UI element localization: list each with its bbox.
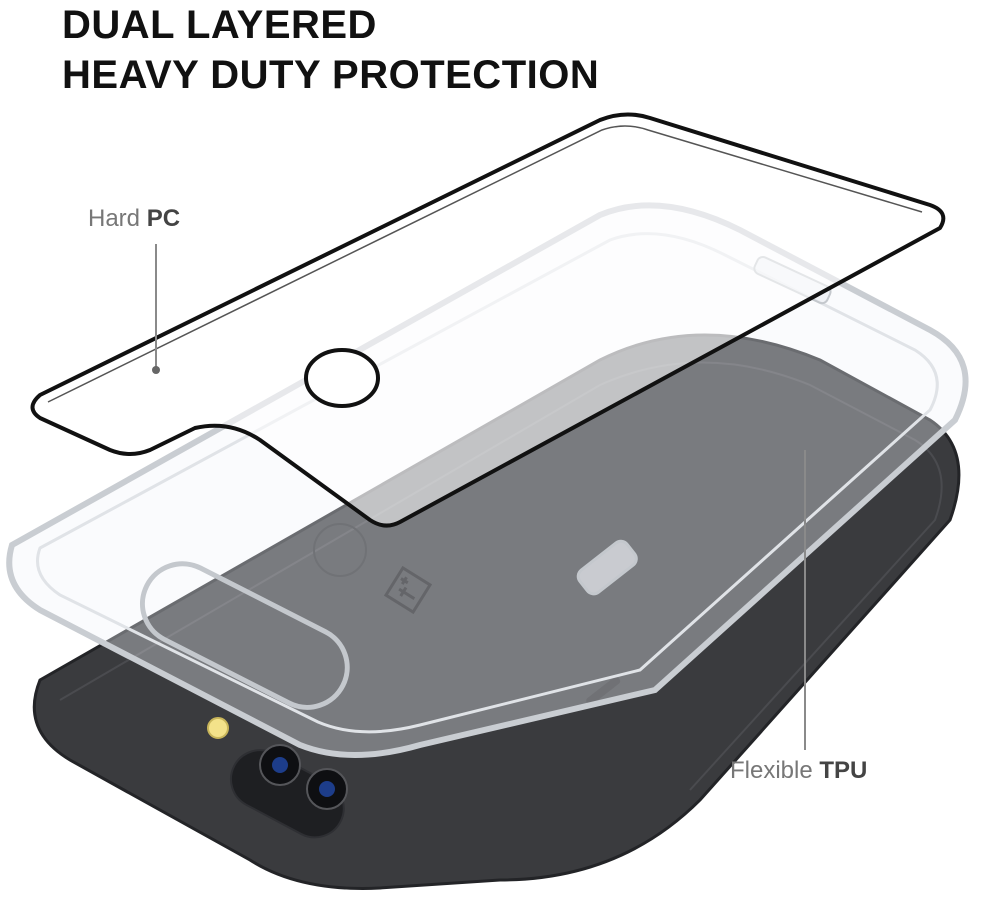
- hard-pc-dot: [152, 366, 160, 374]
- hard-pc-prefix: Hard: [88, 205, 147, 232]
- flash-icon: [207, 717, 229, 739]
- pc-back-plate: [30, 112, 946, 528]
- headline: DUAL LAYERED HEAVY DUTY PROTECTION: [62, 0, 599, 100]
- fingerprint-sensor: [313, 523, 367, 577]
- camera-module: [207, 717, 348, 839]
- button-cover: [576, 539, 638, 596]
- hard-pc-emphasis: PC: [146, 205, 181, 232]
- flexible-tpu-emphasis: TPU: [819, 757, 868, 784]
- logo-cutout: [304, 348, 380, 408]
- headline-line-1: DUAL LAYERED: [62, 3, 377, 47]
- camera-cutout: [139, 561, 350, 710]
- hard-pc-callout: Hard PC: [88, 205, 180, 233]
- brand-logo-icon: [383, 565, 433, 615]
- flexible-tpu-prefix: Flexible: [730, 757, 820, 784]
- phone-back-details: [313, 523, 433, 615]
- headline-line-2: HEAVY DUTY PROTECTION: [62, 53, 600, 97]
- flexible-tpu-callout: Flexible TPU: [730, 757, 867, 785]
